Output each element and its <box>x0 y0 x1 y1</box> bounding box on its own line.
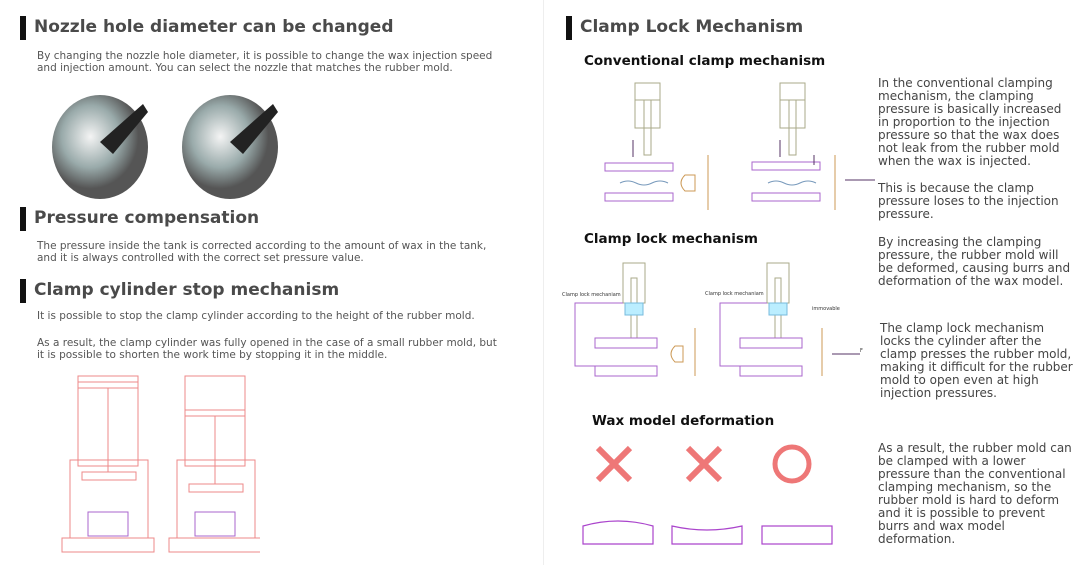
x-mark-icon <box>595 445 633 483</box>
x-mark-icon <box>685 445 723 483</box>
wax-deformation-diagram <box>582 444 833 545</box>
right-paragraph-3: By increasing the clamping pressure, the… <box>878 235 1071 288</box>
wax-deformation-heading: Wax model deformation <box>592 413 775 429</box>
clamp-lock-label-left: Clamp lock mechaniam <box>562 292 621 298</box>
clamp-lock-heading: Clamp Lock Mechanism <box>566 16 803 40</box>
pressure-text: The pressure inside the tank is correcte… <box>37 240 487 264</box>
clamp-stop-diagram <box>61 375 260 553</box>
clamp-lock-label-right: Clamp lock mechaniam <box>705 291 764 297</box>
nozzle-photos <box>52 95 278 199</box>
right-paragraph-4: The clamp lock mechanism locks the cylin… <box>880 321 1073 400</box>
immovable-label: immovable <box>812 306 840 312</box>
clamp-stop-text-1: It is possible to stop the clamp cylinde… <box>37 310 475 322</box>
conventional-clamp-diagram <box>604 82 875 210</box>
nozzle-text: By changing the nozzle hole diameter, it… <box>37 50 493 74</box>
right-paragraph-2: This is because the clamp pressure loses… <box>878 181 1059 221</box>
nozzle-image-1 <box>52 95 148 199</box>
force-label: F <box>860 348 863 354</box>
conventional-clamp-heading: Conventional clamp mechanism <box>584 53 826 69</box>
clamp-lock-diagram: Clamp lock mechaniam Clamp lock mechania… <box>562 262 863 377</box>
right-paragraph-5: As a result, the rubber mold can be clam… <box>878 441 1072 546</box>
right-paragraph-1: In the conventional clamping mechanism, … <box>878 76 1062 168</box>
column-divider <box>543 0 544 565</box>
clamp-stop-heading: Clamp cylinder stop mechanism <box>20 279 339 303</box>
clamp-stop-text-2: As a result, the clamp cylinder was full… <box>37 337 497 361</box>
pressure-heading: Pressure compensation <box>20 207 259 231</box>
clamp-lock-subheading: Clamp lock mechanism <box>584 231 758 247</box>
nozzle-image-2 <box>182 95 278 199</box>
nozzle-heading: Nozzle hole diameter can be changed <box>20 16 394 40</box>
circle-mark-icon <box>772 444 812 484</box>
